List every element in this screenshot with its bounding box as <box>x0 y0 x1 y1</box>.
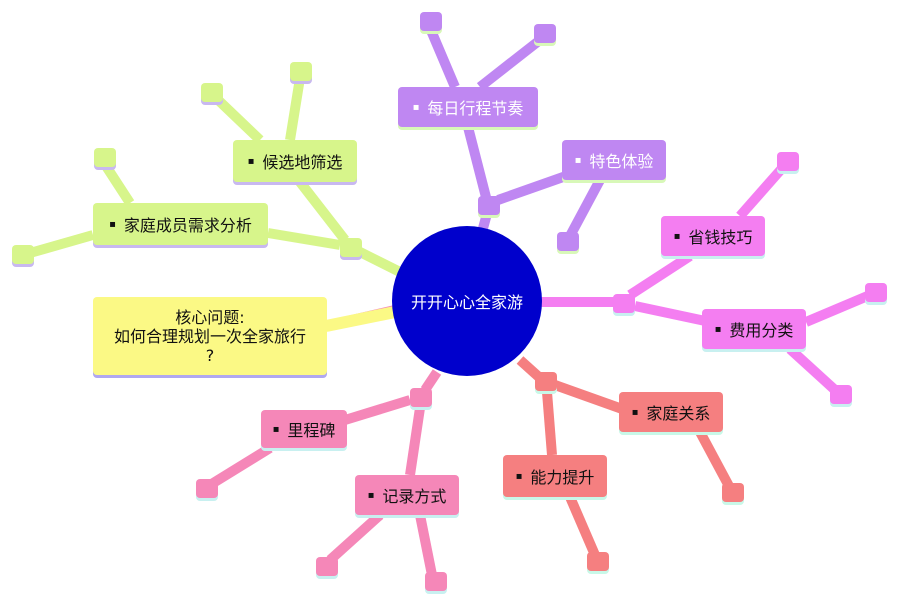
leaf-node[interactable] <box>196 479 218 498</box>
junction-node[interactable] <box>613 294 635 313</box>
node-family-needs[interactable]: ▪ 家庭成员需求分析 <box>93 203 268 245</box>
leaf-node[interactable] <box>830 385 852 404</box>
bullet-icon: ▪ <box>109 218 116 230</box>
bullet-icon: ▪ <box>247 155 255 167</box>
node-special-experience[interactable]: ▪ 特色体验 <box>562 140 666 180</box>
node-label: 每日行程节奏 <box>427 99 524 118</box>
bullet-icon: ▪ <box>272 423 280 435</box>
node-recording[interactable]: ▪ 记录方式 <box>355 475 459 515</box>
node-label: 家庭成员需求分析 <box>123 216 252 235</box>
leaf-node[interactable] <box>12 245 34 264</box>
node-saving-tips[interactable]: ▪ 省钱技巧 <box>661 216 765 256</box>
node-label: 候选地筛选 <box>262 153 343 172</box>
node-family-relations[interactable]: ▪ 家庭关系 <box>619 392 723 432</box>
leaf-node[interactable] <box>865 283 887 302</box>
leaf-node[interactable] <box>290 62 312 81</box>
bullet-icon: ▪ <box>714 323 722 335</box>
leaf-node[interactable] <box>534 24 556 43</box>
leaf-node[interactable] <box>316 557 338 576</box>
junction-node[interactable] <box>340 238 362 257</box>
node-skill-growth[interactable]: ▪ 能力提升 <box>503 455 607 497</box>
leaf-node[interactable] <box>94 148 116 167</box>
bullet-icon: ▪ <box>367 489 375 501</box>
leaf-node[interactable] <box>557 232 579 251</box>
node-milestones[interactable]: ▪ 里程碑 <box>261 410 347 448</box>
node-label: 记录方式 <box>382 487 447 506</box>
core-question-callout[interactable]: 核心问题: 如何合理规划一次全家旅行 ? <box>93 297 327 375</box>
node-label: 里程碑 <box>287 421 336 440</box>
central-topic-label: 开开心心全家游 <box>410 293 523 312</box>
leaf-node[interactable] <box>420 12 442 31</box>
node-label: 能力提升 <box>530 468 595 487</box>
junction-node[interactable] <box>410 388 432 407</box>
bullet-icon: ▪ <box>673 230 681 242</box>
callout-line: 如何合理规划一次全家旅行 <box>113 326 306 346</box>
bullet-icon: ▪ <box>574 154 582 166</box>
node-label: 家庭关系 <box>646 404 711 423</box>
node-label: 费用分类 <box>729 321 794 340</box>
node-cost-categories[interactable]: ▪ 费用分类 <box>702 309 806 349</box>
bullet-icon: ▪ <box>412 101 420 113</box>
callout-line: ? <box>205 345 215 365</box>
node-label: 特色体验 <box>589 152 654 171</box>
bullet-icon: ▪ <box>515 470 523 482</box>
leaf-node[interactable] <box>777 152 799 171</box>
junction-node[interactable] <box>535 372 557 391</box>
central-topic[interactable]: 开开心心全家游 <box>392 226 542 376</box>
leaf-node[interactable] <box>201 83 223 102</box>
leaf-node[interactable] <box>722 483 744 502</box>
bullet-icon: ▪ <box>631 406 639 418</box>
node-daily-rhythm[interactable]: ▪ 每日行程节奏 <box>398 87 538 127</box>
leaf-node[interactable] <box>587 552 609 571</box>
callout-line: 核心问题: <box>175 307 245 327</box>
junction-node[interactable] <box>478 196 500 215</box>
leaf-node[interactable] <box>425 572 447 591</box>
node-label: 省钱技巧 <box>688 228 753 247</box>
node-candidate-filter[interactable]: ▪ 候选地筛选 <box>233 140 357 182</box>
